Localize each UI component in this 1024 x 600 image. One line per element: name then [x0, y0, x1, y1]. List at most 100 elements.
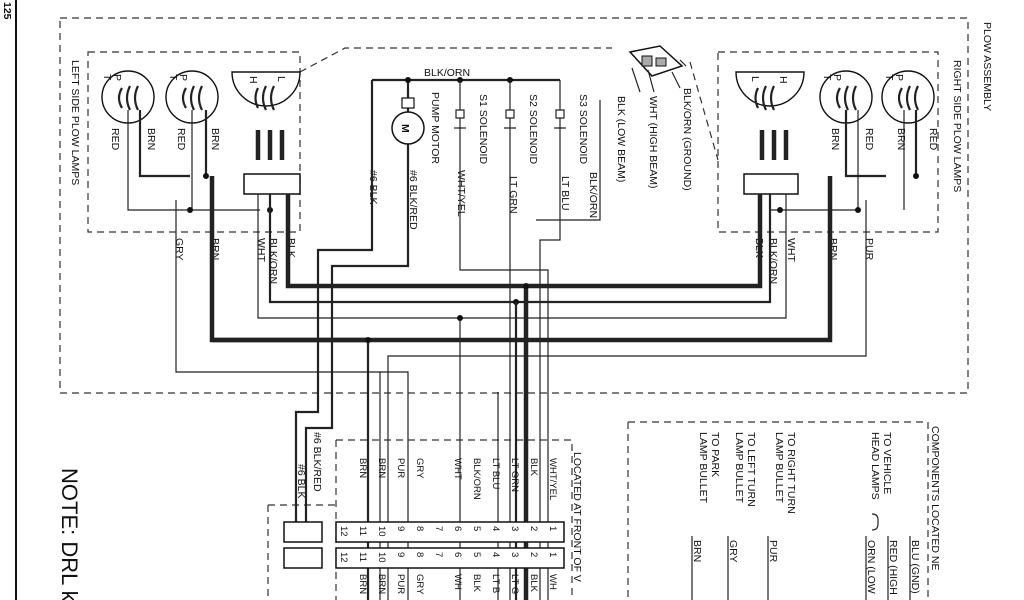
component-destination: TO PARK: [709, 432, 721, 477]
connector-pin-number: 3: [509, 526, 520, 531]
connector-pin-number: 9: [395, 526, 406, 531]
left-lamp-connector: [243, 173, 301, 195]
component-wire-label: RED (HIGH: [887, 540, 899, 595]
connector-wire-label: LT G: [509, 574, 520, 594]
svg-text:#6 BLK/RED: #6 BLK/RED: [311, 432, 323, 492]
svg-text:#6 BLK/RED: #6 BLK/RED: [407, 170, 419, 230]
connector-wire-label: WHT/YEL: [547, 458, 558, 500]
component-destination: TO RIGHT TURN: [785, 432, 797, 514]
connector-wire-label: BRN: [376, 458, 387, 478]
solenoid-s1: S1 SOLENOID: [454, 94, 489, 164]
plug-low-label: BLK (LOW BEAM): [615, 96, 627, 182]
connector-pin-number: 10: [376, 552, 387, 563]
plow-assembly-label: PLOW ASSEMBLY: [981, 22, 993, 111]
connector-pin-number: 8: [414, 526, 425, 531]
connector-pin-number: 4: [490, 526, 501, 531]
svg-text:WHT/YEL: WHT/YEL: [455, 170, 467, 217]
bus-label: BLK/ORN: [424, 67, 470, 79]
front-connector-b: [335, 547, 565, 569]
component-bracket: [871, 513, 879, 531]
svg-text:WHT: WHT: [785, 238, 797, 262]
connector-pin-number: 6: [452, 526, 463, 531]
svg-text:BRN: BRN: [829, 128, 841, 150]
svg-text:BLK/ORN: BLK/ORN: [767, 238, 779, 284]
svg-text:T: T: [883, 74, 895, 81]
component-wire-label: ORN (LOW: [865, 540, 877, 594]
connector-pin-number: 8: [414, 552, 425, 557]
svg-text:RED: RED: [863, 128, 875, 151]
connector-pin-number: 12: [338, 526, 349, 537]
connector-pin-number: 1: [547, 526, 558, 531]
right-lamps-label: RIGHT SIDE PLOW LAMPS: [951, 60, 963, 192]
connector-pin-number: 7: [433, 552, 444, 557]
corner-mark: 125: [1, 2, 13, 20]
svg-text:RED: RED: [109, 128, 121, 151]
connector-wire-label: BLK: [528, 574, 539, 593]
right-lamp-2: P T: [881, 70, 935, 124]
svg-text:P: P: [177, 74, 189, 81]
connector-pin-number: 11: [357, 552, 368, 562]
harness-boundary: [267, 504, 336, 600]
svg-text:P: P: [831, 74, 843, 81]
left-lamps-label: LEFT SIDE PLOW LAMPS: [69, 60, 81, 185]
right-lamp-connector: [743, 173, 799, 195]
component-wire-label: BRN: [691, 540, 703, 562]
svg-text:WHT: WHT: [255, 238, 267, 262]
harness-connector-1: [283, 521, 323, 543]
plug-high-label: WHT (HIGH BEAM): [647, 96, 659, 189]
svg-text:RED: RED: [175, 128, 187, 151]
vehicle-plug-icon: [628, 45, 687, 77]
connector-pin-number: 11: [357, 526, 368, 536]
components-boundary: [627, 421, 929, 600]
component-destination: LAMP BULLET: [773, 432, 785, 504]
connector-wire-label: WH: [452, 574, 463, 590]
component-destination: TO LEFT TURN: [745, 432, 757, 507]
harness-connector-2: [283, 547, 323, 569]
svg-text:GRY: GRY: [173, 238, 185, 261]
connector-wire-label: WH: [547, 574, 558, 590]
svg-text:RED: RED: [927, 128, 939, 151]
svg-text:T: T: [101, 74, 113, 81]
svg-text:T: T: [821, 74, 833, 81]
front-connector-a: [335, 521, 565, 543]
connector-pin-number: 12: [338, 552, 349, 563]
connector-pin-number: 1: [547, 552, 558, 557]
svg-text:BLK/ORN: BLK/ORN: [587, 172, 599, 218]
svg-text:P: P: [111, 74, 123, 81]
svg-text:BRN: BRN: [895, 128, 907, 150]
svg-text:BRN: BRN: [209, 128, 221, 150]
svg-text:S2 SOLENOID: S2 SOLENOID: [527, 94, 539, 164]
component-wire-label: PUR: [767, 540, 779, 563]
right-headlamp: L H: [735, 71, 805, 160]
connector-pin-number: 6: [452, 552, 463, 557]
left-lamp-boundary: [87, 51, 301, 233]
left-headlamp: H L: [231, 71, 301, 160]
component-destination: HEAD LAMPS: [869, 432, 881, 500]
connector-wire-label: GRY: [414, 458, 425, 479]
connector-wire-label: LT B: [490, 574, 501, 593]
front-vehicle-label: LOCATED AT FRONT OF V: [571, 452, 583, 582]
note-text: NOTE: DRL ki: [57, 468, 82, 600]
connector-wire-label: PUR: [395, 574, 406, 594]
connector-wire-label: BLK/ORN: [471, 458, 482, 500]
plow-assembly-boundary: [59, 17, 969, 394]
front-connector-boundary: [336, 439, 573, 600]
connector-pin-number: 2: [528, 552, 539, 557]
component-destination: LAMP BULLET: [697, 432, 709, 504]
svg-text:H: H: [777, 76, 789, 84]
svg-text:#6 BLK: #6 BLK: [295, 464, 307, 498]
svg-text:T: T: [167, 74, 179, 81]
motor-symbol: M: [399, 124, 411, 133]
connector-wire-label: BLK: [471, 574, 482, 593]
svg-text:LT BLU: LT BLU: [559, 176, 571, 211]
connector-wire-label: BRN: [357, 458, 368, 478]
pump-motor: M PUMP MOTOR: [391, 82, 441, 164]
plug-region-boundary-right: [689, 61, 719, 161]
connector-wire-label: BRN: [376, 574, 387, 594]
connector-wire-label: GRY: [414, 574, 425, 595]
